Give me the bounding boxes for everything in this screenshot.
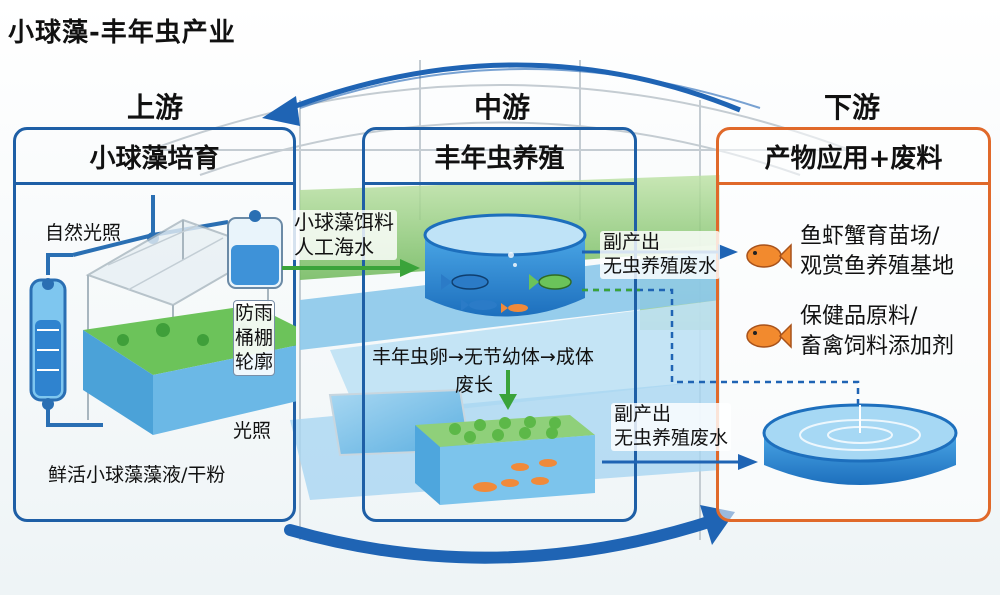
stage-downstream: 下游 [823,91,880,124]
product-hatchery: 鱼虾蟹育苗场/ 观赏鱼养殖基地 [800,222,954,281]
byproduct-bottom-arrow [602,454,758,470]
product-hatchery-line-1: 鱼虾蟹育苗场/ [800,224,940,249]
feed-label: 小球藻饵料 人工海水 [291,210,397,260]
water-tank-icon [227,210,283,289]
shelter-line-3: 轮廓 [234,351,273,374]
goldfish-icon [746,323,792,349]
byproduct-bottom-line-2: 无虫养殖废水 [614,426,729,449]
forward-arc-arrow [284,514,721,564]
growth-down-arrow [499,370,517,410]
upstream-product-label: 鲜活小球藻藻液/干粉 [48,464,226,486]
shelter-line-2: 桶棚 [234,326,273,349]
byproduct-bottom-line-1: 副产出 [614,403,672,425]
downstream-header: 产物应用+废料 [719,130,988,185]
return-arc-arrow [284,62,741,113]
lifecycle-label: 丰年虫卵→无节幼体→成体 [372,346,594,368]
upstream-panel: 小球藻培育 [13,127,296,522]
goldfish-icon [746,243,792,269]
dashed-waste-line [582,288,860,409]
page-title: 小球藻-丰年虫产业 [8,18,236,48]
product-supplement-line-2: 畜禽饲料添加剂 [800,333,955,359]
upstream-header: 小球藻培育 [16,130,293,185]
artemia-tank-icon [415,415,595,505]
stage-midstream: 中游 [473,91,530,124]
byproduct-top-line-1: 副产出 [603,231,661,253]
product-hatchery-line-2: 观赏鱼养殖基地 [800,253,955,279]
shelter-line-1: 防雨 [234,302,273,324]
return-arrowhead [262,96,300,126]
product-supplement: 保健品原料/ 畜禽饲料添加剂 [800,302,954,361]
midstream-header: 丰年虫养殖 [365,130,634,185]
light-label: 光照 [233,420,272,442]
photobioreactor-icon [29,253,103,427]
round-tank-icon [423,213,587,317]
midstream-panel: 丰年虫养殖 [362,127,637,522]
fish-icon [441,274,572,313]
pond-icon [762,403,958,485]
product-supplement-line-1: 保健品原料/ [800,304,918,329]
waste-growth-label: 废长 [455,374,494,396]
byproduct-top-label: 副产出 无虫养殖废水 [600,231,721,279]
feed-label-line-1: 小球藻饵料 [294,210,394,234]
byproduct-top-line-2: 无虫养殖废水 [603,254,718,277]
shelter-label: 防雨 桶棚 轮廓 [233,300,275,377]
byproduct-bottom-label: 副产出 无虫养殖废水 [611,403,732,451]
feed-arrow [282,259,420,277]
feed-label-line-2: 人工海水 [294,235,374,259]
natural-light-label: 自然光照 [45,222,122,244]
stage-upstream: 上游 [126,91,183,124]
